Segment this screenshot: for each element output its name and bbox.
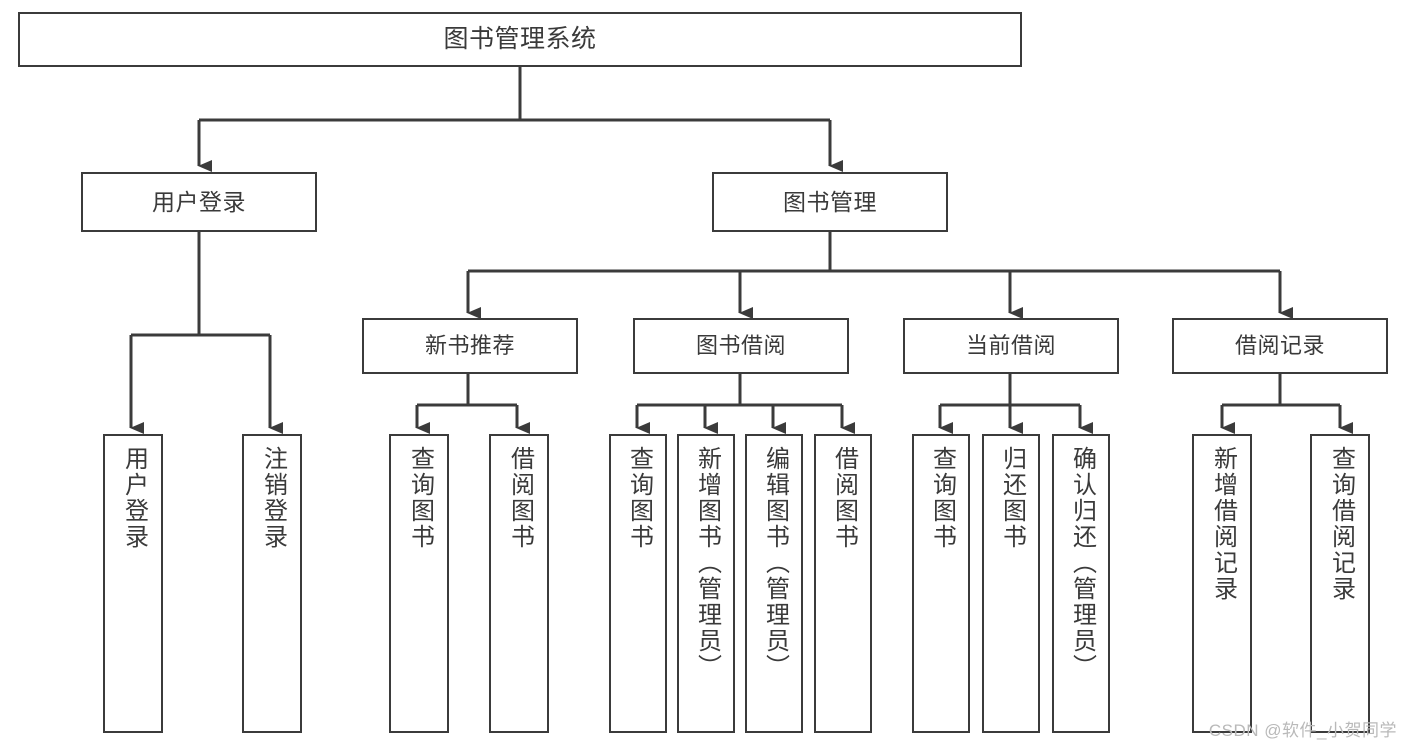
node-label: 图书管理 xyxy=(783,188,877,215)
node-label: 用户登录 xyxy=(120,446,148,550)
node-label: 用户登录 xyxy=(152,188,246,215)
node-label: 查询图书 xyxy=(625,446,653,550)
node-label: 归还图书 xyxy=(998,446,1026,550)
node-label: 编辑图书（管理员） xyxy=(761,446,789,680)
leaf-confirm-return[interactable]: 确认归还（管理员） xyxy=(1052,434,1110,733)
node-book-manage[interactable]: 图书管理 xyxy=(712,172,948,232)
node-borrow-record[interactable]: 借阅记录 xyxy=(1172,318,1388,374)
leaf-edit-book[interactable]: 编辑图书（管理员） xyxy=(745,434,803,733)
leaf-query-borrow-record[interactable]: 查询借阅记录 xyxy=(1310,434,1370,733)
node-label: 新增图书（管理员） xyxy=(693,446,721,680)
node-label: 确认归还（管理员） xyxy=(1068,446,1096,680)
node-label: 当前借阅 xyxy=(965,333,1056,359)
node-label: 借阅图书 xyxy=(830,446,858,550)
node-root-system[interactable]: 图书管理系统 xyxy=(18,12,1022,67)
node-book-borrow[interactable]: 图书借阅 xyxy=(633,318,849,374)
node-user-login[interactable]: 用户登录 xyxy=(81,172,317,232)
leaf-borrow-book-new[interactable]: 借阅图书 xyxy=(489,434,549,733)
node-label: 图书管理系统 xyxy=(443,25,597,53)
node-label: 借阅记录 xyxy=(1234,333,1325,359)
node-label: 注销登录 xyxy=(259,446,287,550)
node-label: 新增借阅记录 xyxy=(1209,446,1237,602)
watermark-text: CSDN @软件_小贺同学 xyxy=(1208,721,1397,740)
node-label: 查询图书 xyxy=(928,446,956,550)
leaf-user-login[interactable]: 用户登录 xyxy=(103,434,163,733)
node-new-book-rec[interactable]: 新书推荐 xyxy=(362,318,578,374)
node-label: 新书推荐 xyxy=(424,333,515,359)
leaf-borrow-book[interactable]: 借阅图书 xyxy=(814,434,872,733)
leaf-query-book-current[interactable]: 查询图书 xyxy=(912,434,970,733)
leaf-logout[interactable]: 注销登录 xyxy=(242,434,302,733)
node-label: 查询图书 xyxy=(406,446,434,550)
node-label: 借阅图书 xyxy=(506,446,534,550)
leaf-return-book[interactable]: 归还图书 xyxy=(982,434,1040,733)
leaf-query-book-borrow[interactable]: 查询图书 xyxy=(609,434,667,733)
leaf-query-book-new[interactable]: 查询图书 xyxy=(389,434,449,733)
node-label: 查询借阅记录 xyxy=(1327,446,1355,602)
node-current-borrow[interactable]: 当前借阅 xyxy=(903,318,1119,374)
node-label: 图书借阅 xyxy=(695,333,786,359)
leaf-add-borrow-record[interactable]: 新增借阅记录 xyxy=(1192,434,1252,733)
leaf-add-book[interactable]: 新增图书（管理员） xyxy=(677,434,735,733)
